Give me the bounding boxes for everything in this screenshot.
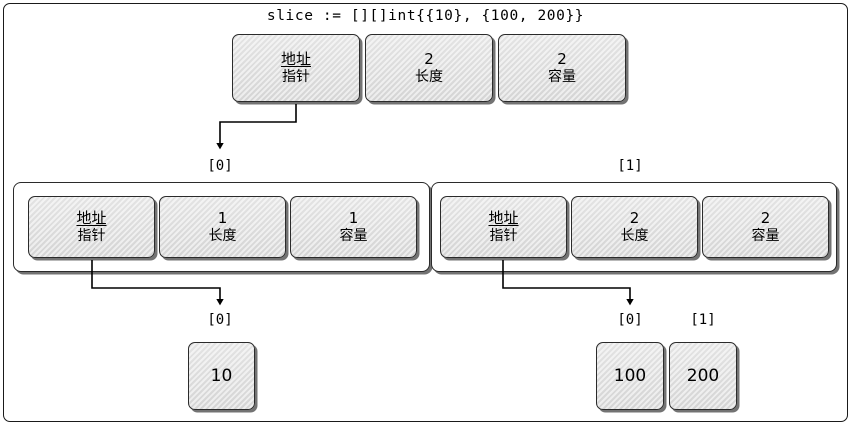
inner-slice-1-pointer-cell: 地址 指针 [440, 196, 567, 258]
inner-slice-0-pointer-caption: 指针 [77, 227, 106, 244]
diagram-title: slice := [][]int{{10}, {100, 200}} [266, 8, 585, 24]
inner-slice-0-pointer-cell: 地址 指针 [28, 196, 155, 258]
array-1-element-0-index-label: [0] [617, 312, 643, 328]
outer-slice-pointer-cell: 地址 指针 [232, 34, 360, 102]
inner-slice-1-capacity-value: 2 [760, 208, 771, 227]
inner-slice-0-capacity-caption: 容量 [339, 227, 368, 244]
inner-slice-0-capacity-cell: 1 容量 [290, 196, 417, 258]
outer-slice-capacity-cell: 2 容量 [498, 34, 626, 102]
outer-slice-pointer-value: 地址 [280, 49, 311, 68]
inner-slice-1-capacity-cell: 2 容量 [702, 196, 829, 258]
inner-slice-1-pointer-caption: 指针 [489, 227, 518, 244]
inner-slice-0-capacity-value: 1 [348, 208, 359, 227]
outer-slice-length-caption: 长度 [415, 68, 443, 85]
inner-slice-1-length-cell: 2 长度 [571, 196, 698, 258]
array-0-element-0-index-label: [0] [207, 312, 233, 328]
array-1-element-1-value-box: 200 [669, 342, 737, 410]
array-1-element-0-value-box: 100 [596, 342, 664, 410]
inner-slice-0-length-caption: 长度 [208, 227, 237, 244]
outer-slice-capacity-value: 2 [557, 49, 567, 68]
array-1-element-1-index-label: [1] [690, 312, 716, 328]
outer-slice-pointer-caption: 指针 [282, 68, 310, 85]
outer-slice-capacity-caption: 容量 [548, 68, 576, 85]
inner-slice-1-length-caption: 长度 [620, 227, 649, 244]
inner-slice-1-length-value: 2 [629, 208, 640, 227]
outer-slice-length-value: 2 [424, 49, 434, 68]
inner-slice-0-index-label: [0] [207, 158, 233, 174]
inner-slice-0-length-cell: 1 长度 [159, 196, 286, 258]
outer-slice-length-cell: 2 长度 [365, 34, 493, 102]
inner-slice-1-index-label: [1] [617, 158, 643, 174]
array-0-element-0-value-box: 10 [188, 342, 255, 410]
inner-slice-1-pointer-value: 地址 [488, 208, 519, 227]
inner-slice-0-length-value: 1 [217, 208, 228, 227]
inner-slice-0-pointer-value: 地址 [76, 208, 107, 227]
inner-slice-1-capacity-caption: 容量 [751, 227, 780, 244]
